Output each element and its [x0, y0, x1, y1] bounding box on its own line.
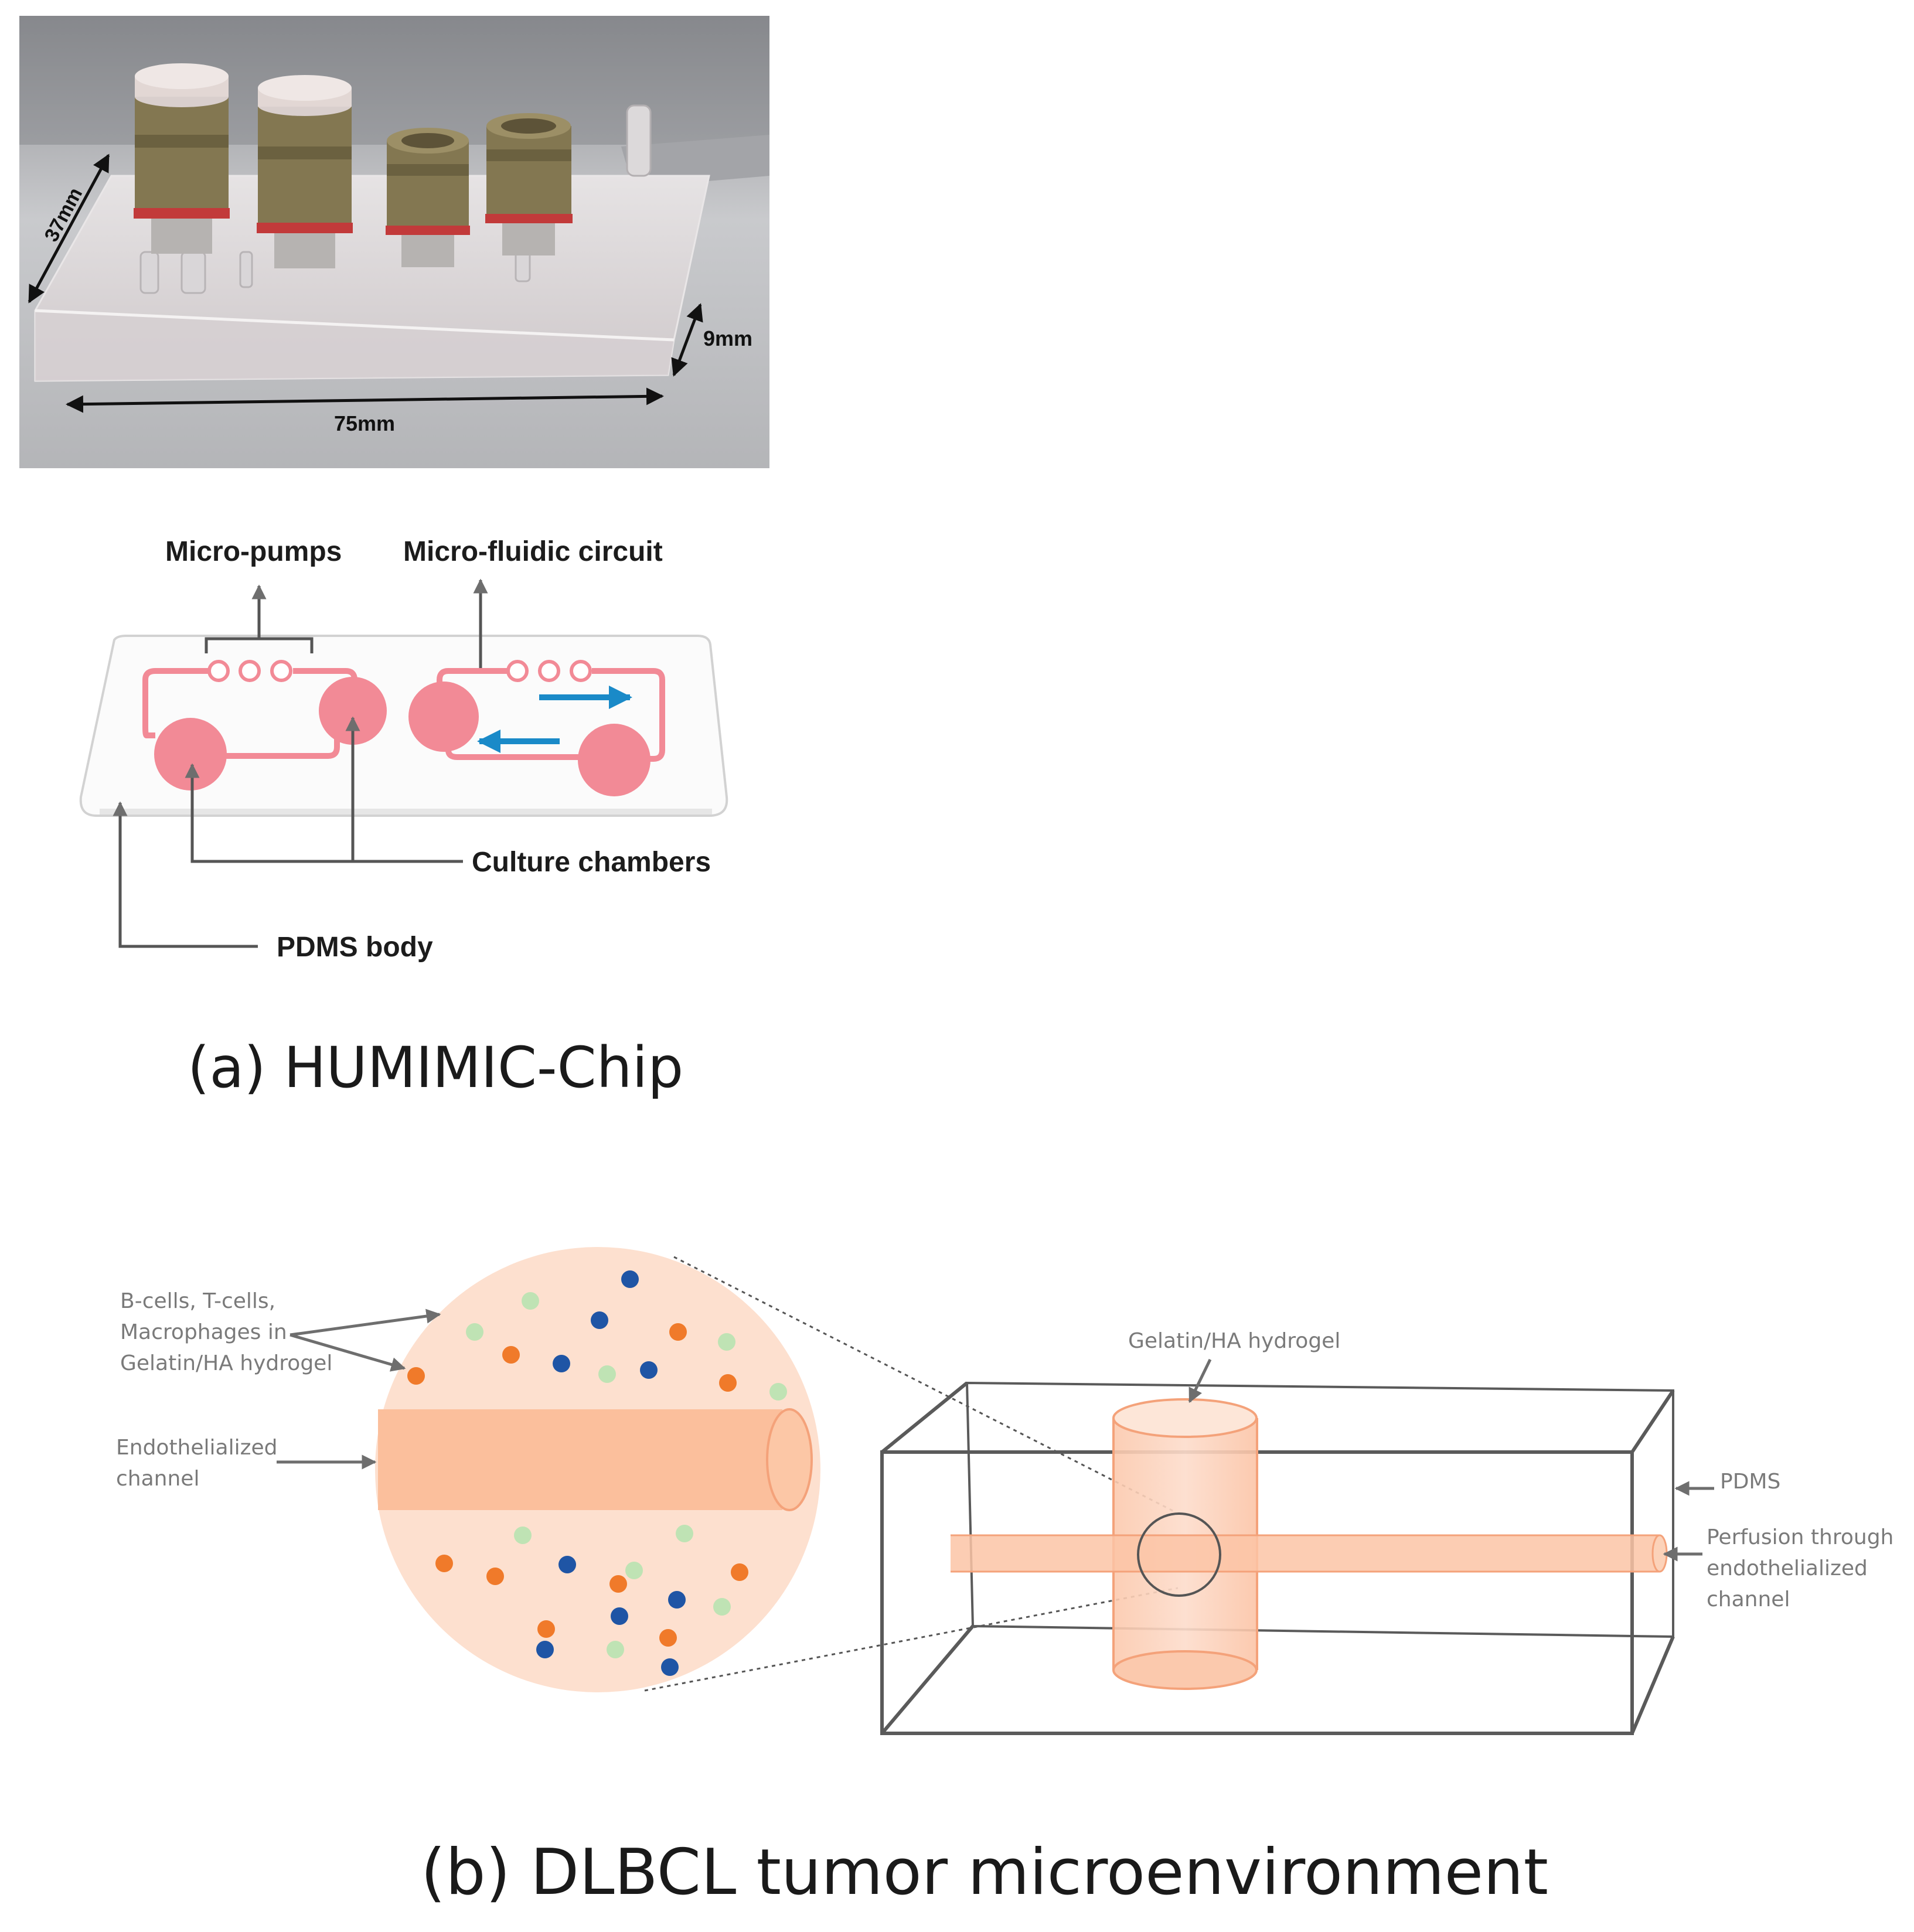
cell-dot: [435, 1555, 453, 1572]
svg-text:Endothelialized: Endothelialized: [116, 1436, 277, 1460]
svg-text:channel: channel: [1707, 1587, 1790, 1611]
dim-arrow-depth: [28, 154, 110, 304]
cell-dot: [676, 1525, 693, 1542]
cell-dot: [537, 1620, 555, 1638]
cell-dot: [661, 1658, 679, 1676]
cell-dot: [514, 1526, 532, 1544]
dim-arrow-width: [66, 387, 664, 413]
pdms-body-shape: [79, 635, 728, 817]
endothelialized-channel: [378, 1409, 782, 1510]
cell-dot: [625, 1562, 643, 1579]
pdms-body-leader: [113, 801, 258, 948]
cell-dot: [718, 1333, 735, 1351]
caption-a: (a) HUMIMIC-Chip: [188, 1035, 683, 1100]
cell-dot: [668, 1591, 686, 1609]
svg-text:Macrophages in: Macrophages in: [120, 1320, 287, 1344]
chip-photo-well-1: [134, 63, 230, 254]
hydrogel-label: Gelatin/HA hydrogel: [1128, 1329, 1340, 1353]
cell-dot: [731, 1563, 748, 1581]
dim-width-label: 75mm: [334, 411, 395, 435]
microenvironment-diagram: B-cells, T-cells, Macrophages in Gelatin…: [116, 1247, 1893, 1735]
cell-dot: [669, 1323, 687, 1341]
svg-text:endothelialized: endothelialized: [1707, 1556, 1868, 1580]
endothelialized-label: Endothelialized channel: [116, 1436, 277, 1491]
micro-pumps-label: Micro-pumps: [165, 536, 342, 567]
zoom-target-circle: [1137, 1512, 1221, 1597]
chip-photo-well-2: [257, 75, 353, 268]
cell-dot: [558, 1556, 576, 1573]
cell-dot: [713, 1598, 731, 1616]
culture-chambers-label: Culture chambers: [472, 847, 711, 878]
chip-photo-well-4: [485, 113, 573, 255]
cell-dot: [598, 1365, 616, 1383]
cells: [407, 1270, 787, 1676]
dim-height-label: 9mm: [703, 326, 752, 350]
chip-photo-well-3: [386, 128, 470, 267]
micro-fluidic-circuit-label: Micro-fluidic circuit: [403, 536, 663, 567]
cell-dot: [640, 1361, 658, 1379]
chip-schematic: Micro-pumps Micro-fluidic circuit Cultur…: [79, 536, 728, 963]
culture-chamber-4: [578, 724, 651, 796]
cell-dot: [719, 1374, 737, 1392]
svg-text:Gelatin/HA hydrogel: Gelatin/HA hydrogel: [120, 1351, 332, 1375]
svg-text:channel: channel: [116, 1467, 199, 1491]
metal-rail: [621, 135, 769, 188]
cell-dot: [769, 1383, 787, 1401]
chip-photo: 37mm 9mm 75mm: [19, 16, 769, 468]
cell-dot: [502, 1346, 520, 1364]
perfusion-label: Perfusion through endothelialized channe…: [1707, 1525, 1893, 1611]
cell-dot: [607, 1641, 624, 1658]
cell-dot: [553, 1355, 570, 1372]
culture-chamber-1: [154, 718, 227, 790]
pdms-label: PDMS: [1720, 1470, 1780, 1494]
culture-chamber-3: [408, 682, 479, 752]
cell-dot: [611, 1607, 628, 1625]
perfusion-channel: [951, 1534, 1668, 1573]
cell-dot: [591, 1311, 608, 1329]
zoom-line-bottom: [644, 1587, 1179, 1692]
cell-dot: [522, 1292, 539, 1310]
culture-chamber-2: [319, 677, 387, 745]
cells-label: B-cells, T-cells, Macrophages in Gelatin…: [120, 1289, 332, 1375]
chambers-leader: [185, 763, 463, 863]
cell-dot: [609, 1575, 627, 1593]
svg-text:Perfusion through: Perfusion through: [1707, 1525, 1893, 1549]
cell-dot: [621, 1270, 639, 1288]
cell-dot: [486, 1568, 504, 1585]
caption-b: (b) DLBCL tumor microenvironment: [421, 1836, 1548, 1909]
dim-arrow-height: [671, 303, 703, 377]
svg-text:B-cells, T-cells,: B-cells, T-cells,: [120, 1289, 275, 1313]
zoom-line-top: [673, 1256, 1176, 1513]
cell-dot: [659, 1629, 677, 1647]
cell-dot: [407, 1367, 425, 1385]
cell-dot: [466, 1323, 483, 1341]
pdms-body-label: PDMS body: [277, 932, 433, 963]
cell-dot: [536, 1641, 554, 1658]
